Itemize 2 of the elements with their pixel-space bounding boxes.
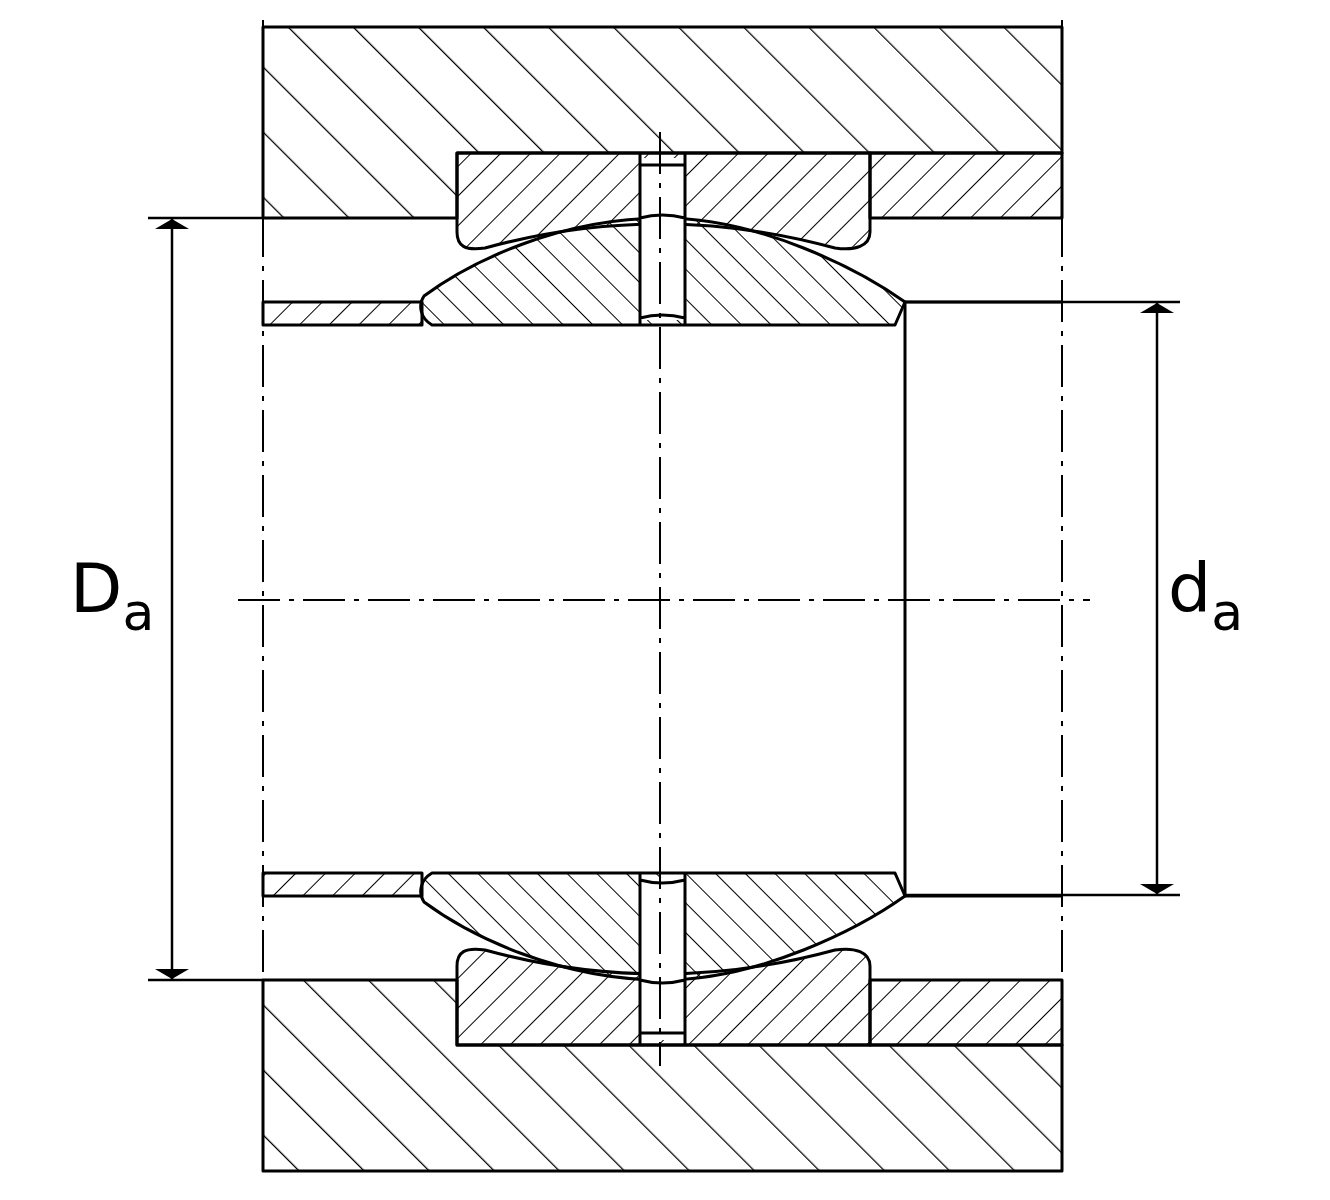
- dimension-label: d$_{a}$: [1168, 555, 1244, 639]
- dimension-label: D$_{a}$: [70, 555, 155, 639]
